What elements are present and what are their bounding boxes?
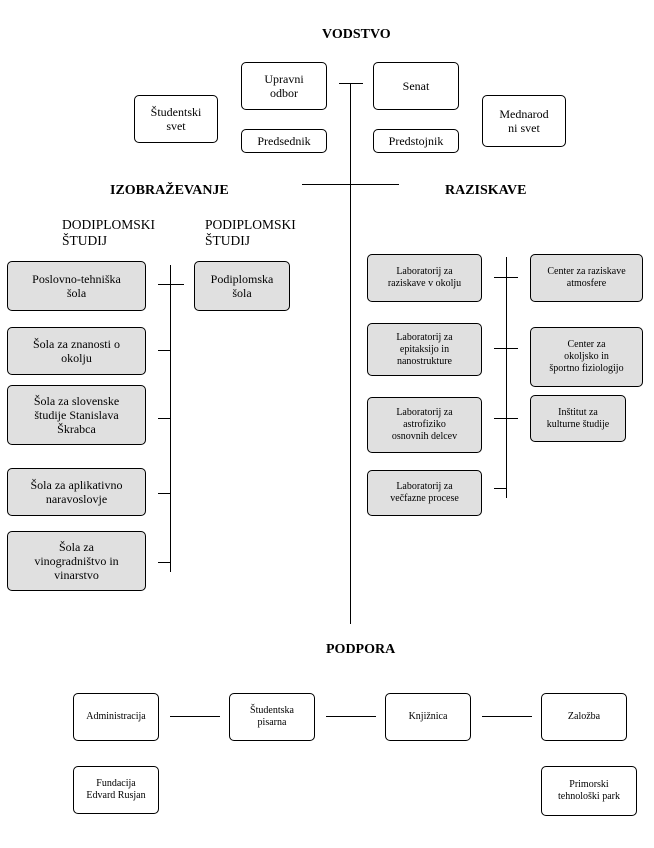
heading-izobrazevanje: IZOBRAŽEVANJE	[110, 183, 229, 198]
research-connector-3	[494, 418, 518, 419]
leadership-stub-line	[339, 83, 363, 84]
undergrad-connector-5	[158, 562, 171, 563]
undergrad-connector-3	[158, 418, 171, 419]
branch-horizontal-line	[302, 184, 399, 185]
support-connector-3	[482, 716, 532, 717]
undergrad-connector-4	[158, 493, 171, 494]
support-connector-1	[170, 716, 220, 717]
box-predstojnik: Predstojnik	[373, 129, 459, 153]
research-vertical-line	[506, 257, 507, 498]
research-connector-1	[494, 277, 518, 278]
research-connector-4	[494, 488, 507, 489]
support-connector-2	[326, 716, 376, 717]
box-zalozba: Založba	[541, 693, 627, 741]
research-connector-2	[494, 348, 518, 349]
box-predsednik: Predsednik	[241, 129, 327, 153]
undergrad-connector-1	[158, 284, 184, 285]
undergrad-connector-2	[158, 350, 171, 351]
main-vertical-line	[350, 83, 351, 624]
heading-podpora: PODPORA	[326, 642, 396, 657]
box-senat: Senat	[373, 62, 459, 110]
box-administracija: Administracija	[73, 693, 159, 741]
heading-raziskave: RAZISKAVE	[445, 183, 527, 198]
box-knjiznica: Knjižnica	[385, 693, 471, 741]
heading-vodstvo: VODSTVO	[322, 27, 391, 42]
